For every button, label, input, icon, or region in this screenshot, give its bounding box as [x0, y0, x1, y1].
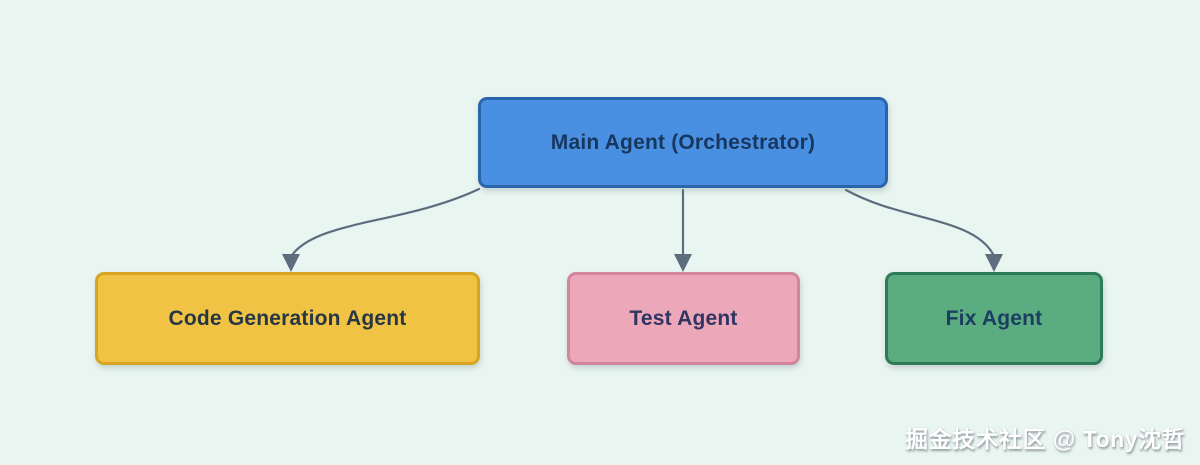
node-main-agent-label: Main Agent (Orchestrator) [550, 130, 816, 154]
watermark: 掘金技术社区 @ Tony沈哲 [905, 426, 1185, 452]
arrowhead-codegen [282, 254, 300, 272]
arrowhead-fix [985, 254, 1003, 272]
connector-main-to-codegen [290, 187, 481, 257]
node-main-agent: Main Agent (Orchestrator) [478, 97, 888, 188]
node-fix-agent: Fix Agent [885, 272, 1103, 365]
node-code-generation-agent: Code Generation Agent [95, 272, 480, 365]
arrowhead-test [674, 254, 692, 272]
node-test-agent: Test Agent [567, 272, 800, 365]
node-test-agent-label: Test Agent [629, 306, 738, 330]
node-code-generation-agent-label: Code Generation Agent [168, 306, 407, 330]
connector-main-to-fix [844, 188, 995, 256]
node-fix-agent-label: Fix Agent [945, 306, 1043, 330]
